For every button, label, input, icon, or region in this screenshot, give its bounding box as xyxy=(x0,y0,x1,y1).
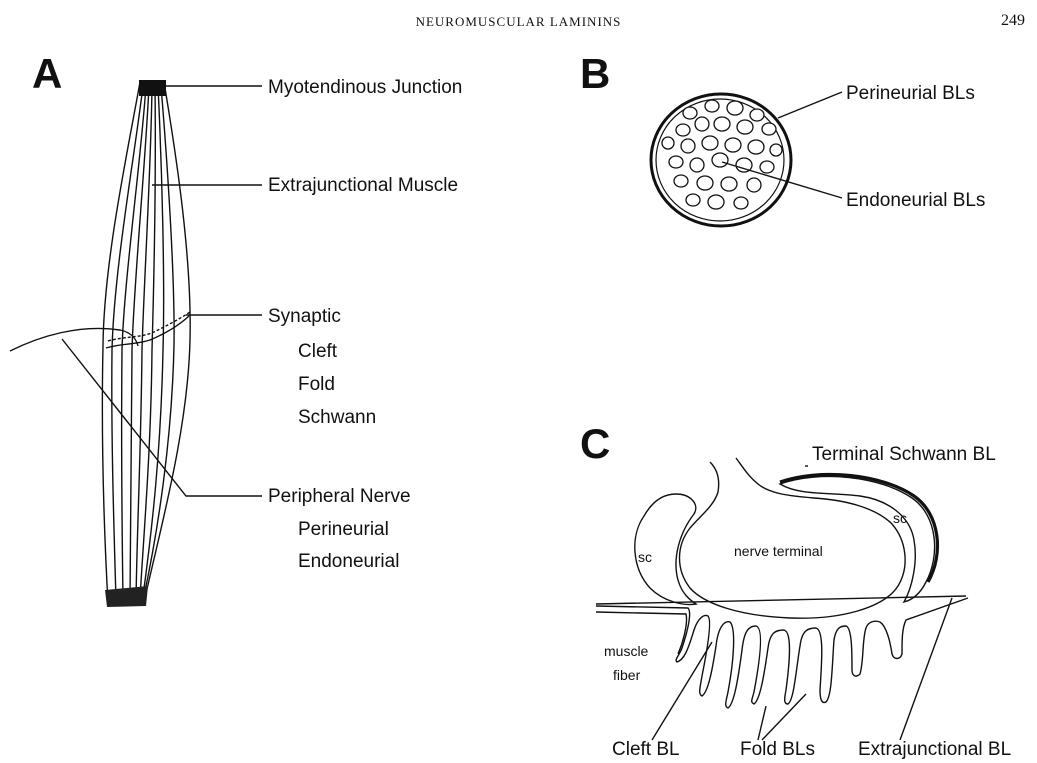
label-cleft: Cleft xyxy=(298,341,338,362)
label-extrajunctional-bl: Extrajunctional BL xyxy=(858,739,1011,760)
endoneurial-axons xyxy=(662,100,782,209)
label-synaptic: Synaptic xyxy=(268,306,341,327)
label-peripheral-nerve: Peripheral Nerve xyxy=(268,486,411,507)
leader-perineurial-bls xyxy=(778,92,842,118)
label-schwann: Schwann xyxy=(298,407,376,428)
panel-c-letter: C xyxy=(580,420,610,467)
leader-peripheral-nerve xyxy=(62,339,262,496)
fiber-left-outline xyxy=(102,82,140,603)
panel-b-letter: B xyxy=(580,50,610,97)
leader-fold-bl-1 xyxy=(758,706,766,740)
label-perineurial: Perineurial xyxy=(298,519,389,540)
label-muscle: muscle xyxy=(604,643,649,659)
peripheral-nerve-drawing xyxy=(10,328,138,351)
label-nerve-terminal: nerve terminal xyxy=(734,543,823,559)
label-myotendinous-junction: Myotendinous Junction xyxy=(268,77,462,98)
label-endoneurial-bls: Endoneurial BLs xyxy=(846,190,985,211)
leader-fold-bl-2 xyxy=(762,694,806,740)
myotendinous-junction-top xyxy=(139,80,166,96)
panel-b: B xyxy=(580,50,985,226)
nerve-cross-section xyxy=(651,94,791,226)
nerve-terminal-outline xyxy=(680,458,906,618)
label-fiber: fiber xyxy=(613,667,641,683)
muscle-surface xyxy=(596,598,968,708)
label-extrajunctional-muscle: Extrajunctional Muscle xyxy=(268,175,458,196)
label-sc-left: sc xyxy=(638,549,652,565)
label-fold: Fold xyxy=(298,374,335,395)
panel-c: C Terminal Schwann BL sc sc nerve termin… xyxy=(580,420,1011,760)
label-perineurial-bls: Perineurial BLs xyxy=(846,83,975,104)
label-sc-right: sc xyxy=(893,510,907,526)
muscle-fiber-drawing xyxy=(10,80,190,607)
leader-cleft-bl xyxy=(652,642,712,740)
terminal-schwann-bl xyxy=(780,474,937,582)
myotendinous-junction-bottom xyxy=(105,586,148,607)
label-cleft-bl: Cleft BL xyxy=(612,739,680,760)
label-fold-bls: Fold BLs xyxy=(740,739,815,760)
panel-a-letter: A xyxy=(32,50,62,97)
panel-a: A Myotendinous Junct xyxy=(10,50,462,607)
label-terminal-schwann-bl: Terminal Schwann BL xyxy=(812,444,996,465)
label-endoneurial: Endoneurial xyxy=(298,551,399,572)
